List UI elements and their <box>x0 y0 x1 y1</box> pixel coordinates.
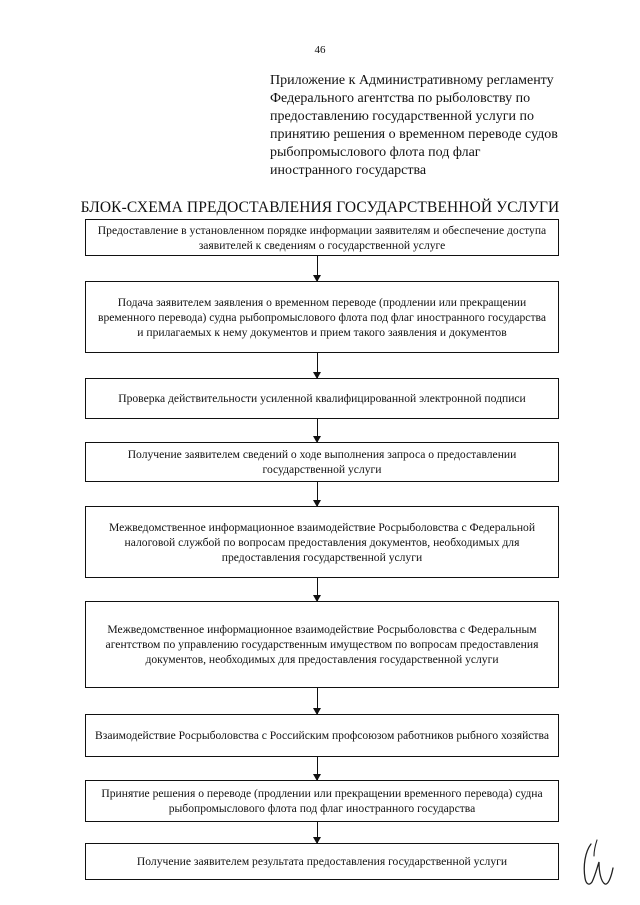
flow-arrow <box>313 256 322 282</box>
step-text: Межведомственное информационное взаимоде… <box>108 520 536 564</box>
step-text: Подача заявителем заявления о временном … <box>98 295 546 339</box>
step-text: Принятие решения о переводе (продлении и… <box>101 787 543 815</box>
flowchart-title: БЛОК-СХЕМА ПРЕДОСТАВЛЕНИЯ ГОСУДАРСТВЕННО… <box>80 199 560 216</box>
flow-arrow <box>313 482 322 507</box>
flow-arrow <box>313 353 322 379</box>
appendix-note: Приложение к Административному регламент… <box>270 72 615 180</box>
appendix-line: рыбопромыслового флота под флаг <box>270 145 481 160</box>
flowchart-step-1: Предоставление в установленном порядке и… <box>85 219 559 256</box>
flowchart-step-2: Подача заявителем заявления о временном … <box>85 281 559 353</box>
flowchart-step-5: Межведомственное информационное взаимоде… <box>85 506 559 578</box>
appendix-line: иностранного государства <box>270 163 427 178</box>
flowchart-step-6: Межведомственное информационное взаимоде… <box>85 601 559 688</box>
flow-arrow <box>313 688 322 715</box>
flow-arrow <box>313 822 322 844</box>
flowchart-step-4: Получение заявителем сведений о ходе вып… <box>85 442 559 482</box>
step-text: Предоставление в установленном порядке и… <box>97 223 547 252</box>
flow-arrow <box>313 757 322 781</box>
step-text: Межведомственное информационное взаимоде… <box>105 623 539 666</box>
appendix-line: Федерального агентства по рыболовству по <box>270 91 531 106</box>
appendix-line: Приложение к Административному регламент… <box>270 73 554 88</box>
step-text: Проверка действительности усиленной квал… <box>118 392 526 405</box>
step-text: Получение заявителем сведений о ходе вып… <box>127 448 517 476</box>
appendix-line: предоставлению государственной услуги по <box>270 109 534 124</box>
handwritten-signature <box>583 839 614 885</box>
flowchart-step-8: Принятие решения о переводе (продлении и… <box>85 780 559 822</box>
step-text: Получение заявителем результата предоста… <box>136 855 508 868</box>
flowchart-step-7: Взаимодействие Росрыболовства с Российск… <box>85 714 559 757</box>
step-text: Взаимодействие Росрыболовства с Российск… <box>95 729 549 742</box>
flowchart-step-3: Проверка действительности усиленной квал… <box>85 378 559 419</box>
flow-arrow <box>313 578 322 602</box>
page-number: 46 <box>314 44 326 56</box>
appendix-line: принятию решения о временном переводе су… <box>270 127 558 142</box>
flowchart-step-9: Получение заявителем результата предоста… <box>85 843 559 880</box>
flow-arrow <box>313 419 322 443</box>
